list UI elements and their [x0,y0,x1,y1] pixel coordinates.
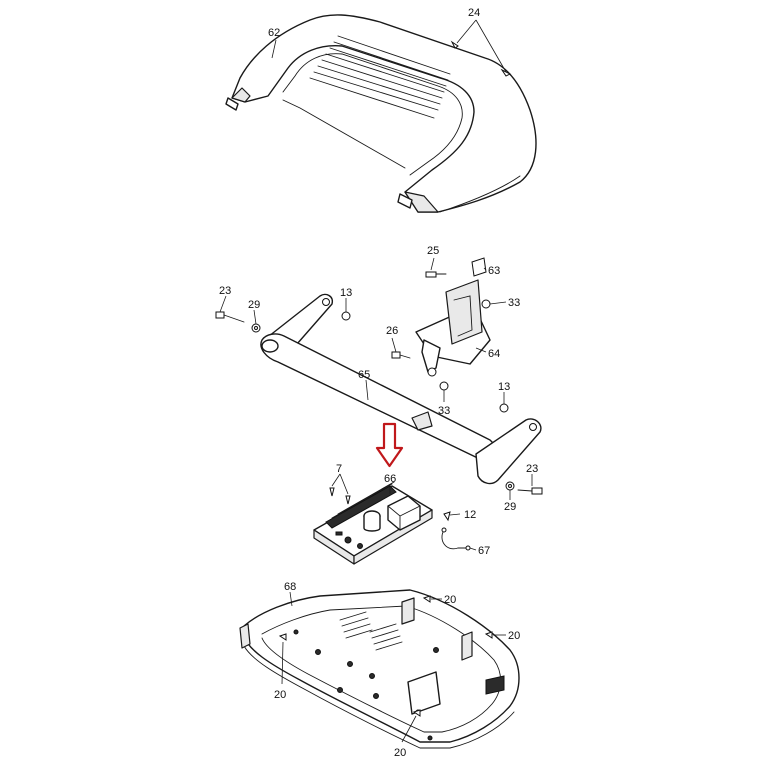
callout-66: 66 [384,473,396,485]
screw-20-d [412,709,421,717]
leader-23a [219,295,227,313]
wire-67 [441,527,471,551]
nut-13-a [341,311,351,321]
nut-33-b [439,381,449,391]
screw-7-b [345,495,351,505]
nut-13-b [499,403,509,413]
callout-12: 12 [464,509,476,521]
screw-7-a [329,487,335,497]
callout-33-mid: 33 [438,405,450,417]
washer-29-b [505,481,515,491]
callout-67: 67 [478,545,490,557]
screw-12 [443,511,451,522]
leader-20d [401,715,417,743]
bolt-23-a [215,311,245,323]
callout-68: 68 [284,581,296,593]
callout-33-top: 33 [508,297,520,309]
leader-64 [475,347,487,353]
leader-25 [430,257,435,271]
callout-63: 63 [488,265,500,277]
screw-20-b [484,631,493,639]
callout-29-right: 29 [504,501,516,513]
callout-13-mid: 13 [498,381,510,393]
leader-67 [469,547,477,551]
callout-20-left: 20 [274,689,286,701]
bolt-23-b [517,487,543,495]
leader-20c [281,641,284,685]
crossbar-part-65 [260,293,542,485]
leader-24 [456,19,507,73]
leader-12 [449,513,461,516]
callout-25: 25 [427,245,439,257]
callout-64: 64 [488,348,500,360]
callout-65: 65 [358,369,370,381]
leader-7 [331,473,349,495]
base-pan-part-68 [239,589,520,749]
callout-62: 62 [268,27,280,39]
leader-29a [253,309,257,325]
callout-20-top: 20 [444,594,456,606]
controller-board-part-66 [313,481,433,565]
callout-24: 24 [468,7,480,19]
nut-33-a [481,299,491,309]
bolt-25 [425,271,447,278]
screw-20-c [278,633,287,641]
callout-29-top: 29 [248,299,260,311]
clip-63 [471,257,487,277]
screw-20-a [422,595,431,603]
base-vent [339,611,403,651]
leader-63 [483,267,487,271]
screw-24-a [450,40,459,49]
callout-26: 26 [386,325,398,337]
highlight-arrow [375,422,404,468]
hood-part-62 [225,14,537,213]
bolt-26 [391,351,411,359]
callout-7: 7 [336,463,342,475]
bracket-part-64 [415,279,491,377]
callout-23-top: 23 [219,285,231,297]
callout-20-bottom: 20 [394,747,406,759]
leader-26 [391,337,397,353]
leader-33a [489,301,507,305]
leader-68 [289,591,293,607]
callout-23-right: 23 [526,463,538,475]
hood-grille [309,35,451,119]
leader-62 [271,39,277,59]
callout-13-top: 13 [340,287,352,299]
leader-65 [365,379,369,401]
washer-29-a [251,323,261,333]
callout-20-right: 20 [508,630,520,642]
